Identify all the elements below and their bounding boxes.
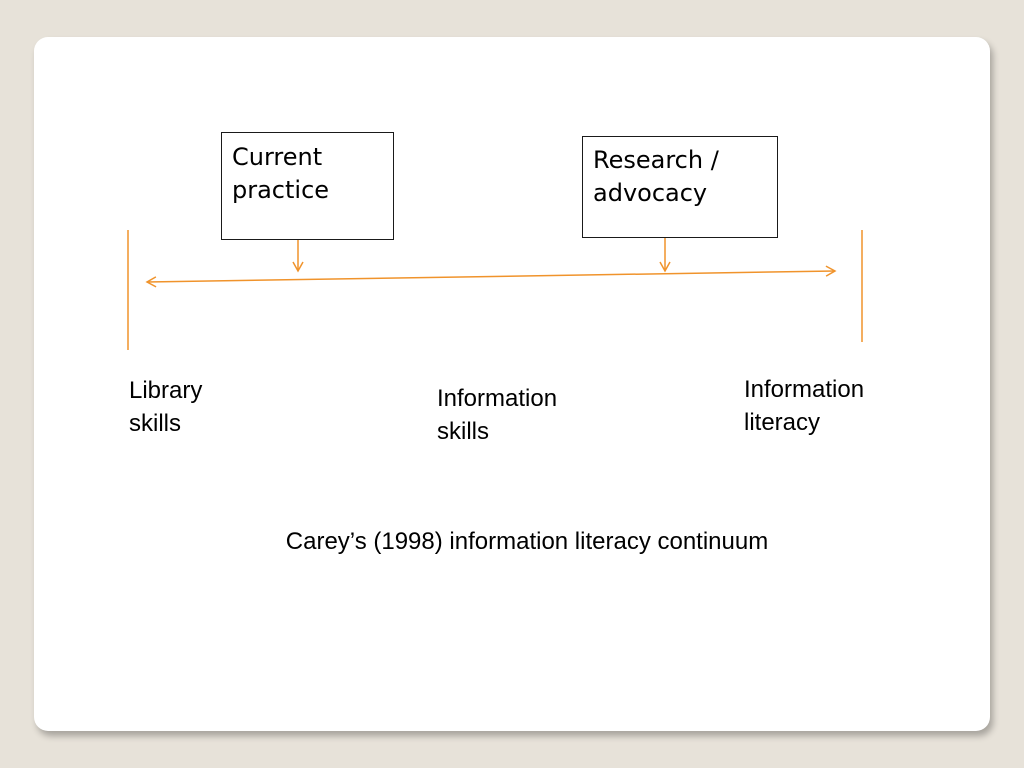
current-practice-box: Current practice [221,132,394,240]
information-literacy-label: Information literacy [744,376,865,436]
research-advocacy-box: Research / advocacy [582,136,778,238]
slide-panel [34,37,990,731]
library-skills-label: Library skills [129,377,203,437]
information-skills-label: Information skills [437,385,558,445]
diagram-caption: Carey’s (1998) information literacy cont… [285,528,769,555]
continuum-double-arrow [145,265,837,288]
